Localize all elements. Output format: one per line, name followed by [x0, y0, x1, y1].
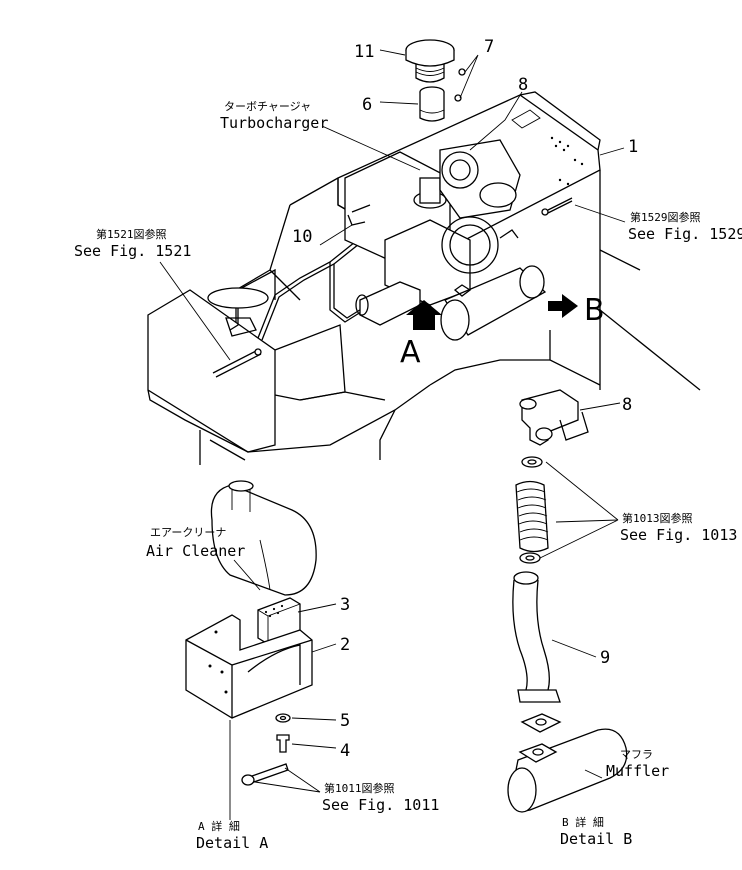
turbocharger	[439, 139, 521, 219]
turbocharger-label-jp: ターボチャージャ	[224, 100, 311, 113]
ref-1529-label: See Fig. 1529	[628, 225, 742, 243]
callout-11: 11	[354, 42, 374, 62]
muffler-label: Muffler	[606, 762, 669, 780]
air-cleaner-main	[355, 281, 421, 326]
ref-1013-label: See Fig. 1013	[620, 526, 737, 544]
detail-a-jp: A 詳 細	[198, 819, 240, 833]
detail-b-jp: B 詳 細	[562, 815, 604, 829]
callout-1: 1	[628, 137, 638, 157]
callout-9: 9	[600, 648, 610, 668]
ref-1011-jp: 第1011図参照	[324, 781, 395, 795]
muffler-main	[440, 265, 547, 341]
air-cleaner-label-jp: エアークリーナ	[150, 526, 226, 539]
leader-lines	[159, 49, 626, 361]
callout-10: 10	[292, 227, 312, 247]
callout-5: 5	[340, 711, 350, 731]
view-arrows: A B	[400, 293, 605, 370]
callout-3: 3	[340, 595, 350, 615]
muffler-label-jp: マフラ	[620, 748, 653, 761]
machine-body	[147, 39, 701, 465]
arrow-label-a: A	[400, 335, 421, 370]
detail-b	[507, 389, 628, 813]
turbocharger-label: Turbocharger	[220, 114, 328, 132]
detail-a-label: Detail A	[196, 834, 268, 852]
callout-4: 4	[340, 741, 350, 761]
callout-2: 2	[340, 635, 350, 655]
ref-1011-label: See Fig. 1011	[322, 796, 439, 814]
arrow-label-b: B	[584, 293, 605, 328]
callout-7: 7	[484, 37, 494, 57]
rain-cap	[405, 39, 455, 83]
callout-8-detail: 8	[622, 395, 632, 415]
ref-1013-jp: 第1013図参照	[622, 511, 693, 525]
pipe-6	[419, 86, 445, 122]
callout-6: 6	[362, 95, 372, 115]
air-cleaner-label: Air Cleaner	[146, 542, 245, 560]
detail-a	[185, 480, 337, 820]
callout-8-top: 8	[518, 75, 528, 95]
detail-b-label: Detail B	[560, 830, 632, 848]
ref-1521-label: See Fig. 1521	[74, 242, 191, 260]
ref-1529-jp: 第1529図参照	[630, 210, 701, 224]
ref-1521-jp: 第1521図参照	[96, 227, 167, 241]
